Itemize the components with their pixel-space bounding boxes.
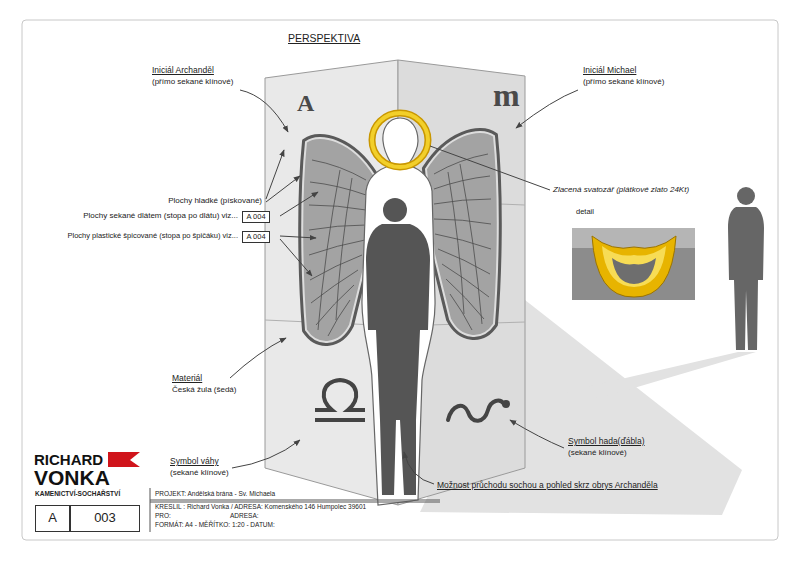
logo-subtitle: KAMENICTVÍ-SOCHAŘSTVÍ [35, 490, 120, 497]
callout-title: Symbol hada(ďábla) [568, 437, 645, 446]
title-block-line [150, 500, 440, 501]
callout-note: (přímo sekané klínové) [583, 78, 664, 87]
view-title: PERSPEKTIVA [288, 33, 360, 45]
carved-initial: A [297, 90, 314, 116]
halo [372, 113, 428, 167]
leader-line [280, 239, 312, 276]
leader-line [232, 440, 300, 468]
title-block-line [150, 488, 151, 532]
reference-code: A 004 [246, 213, 265, 221]
sheet-number: A [48, 511, 57, 525]
halo-detail [592, 236, 676, 297]
title-block-text: KRESLIL : Richard Vonka / ADRESA: Komens… [155, 503, 366, 510]
callout-text: Zlacená svatozář (plátkové zlato 24Kt) [553, 186, 689, 195]
detail-inset-top [572, 228, 695, 248]
callout-note: (sekané klínové) [568, 449, 627, 458]
wing [426, 132, 498, 336]
person-head [383, 198, 407, 222]
halo-gold [372, 113, 428, 167]
carved-initial: m [493, 78, 520, 113]
callout-title: Iniciál Archanděl [152, 66, 214, 75]
sheet-number-cell: A [35, 505, 70, 532]
title-block-text: PRO: [155, 512, 171, 519]
detail-caption: detail [576, 208, 594, 216]
callout-note: Česká žula (šedá) [172, 386, 236, 395]
snake-head [502, 400, 510, 408]
title-block-text: FORMÁT: A4 - MĚŘÍTKO: 1:20 - DATUM: [155, 521, 275, 528]
callout-title: Iniciál Michael [583, 66, 636, 75]
libra-symbol [315, 380, 365, 420]
feather-strokes [309, 160, 366, 336]
reference-box: A 004 [242, 231, 270, 243]
leader-line [510, 420, 564, 448]
reference-box: A 004 [242, 211, 270, 223]
leader-line [266, 176, 300, 202]
leader-line [280, 192, 318, 216]
leader-line [230, 338, 286, 378]
title-block-text: ADRESA: [230, 512, 259, 519]
callout-text: Plochy sekané dlátem (stopa po dlátu) vi… [83, 212, 238, 221]
logo-text: VONKA [34, 466, 110, 489]
spacer [288, 46, 352, 47]
callout-title: Symbol váhy [170, 457, 219, 466]
angel-cutout [362, 118, 435, 505]
callout-text: Plochy hladké (pískované) [168, 197, 262, 206]
detail-inset [572, 228, 695, 300]
scale-man-head [737, 187, 755, 205]
callout-text: Plochy plastické špicované (stopa po špi… [68, 232, 239, 240]
title-block-line [150, 502, 440, 503]
callout-note: (sekané klínové) [170, 469, 229, 478]
scale-man [728, 207, 764, 350]
halo-detail-stone [612, 258, 656, 284]
leader-line [280, 236, 316, 238]
title-block-text: PROJEKT: Andělská brána - Sv. Michaela [155, 490, 275, 497]
leader-line [404, 452, 434, 484]
sheet-number: 003 [94, 511, 116, 525]
leader-line [430, 146, 550, 190]
leader-line [516, 90, 578, 128]
leader-line [266, 150, 284, 199]
person-silhouette [366, 224, 430, 495]
leader-lines [230, 90, 578, 484]
reference-code: A 004 [246, 233, 265, 241]
callout-title: Možnost průchodu sochou a pohled skrz ob… [437, 481, 658, 490]
callout-title: Materiál [172, 374, 202, 383]
snake-symbol [448, 401, 504, 421]
sheet-frame [22, 20, 778, 540]
halo-detail-inner [602, 246, 666, 287]
logo-flag [108, 452, 140, 467]
leader-line [240, 90, 288, 132]
man-shadow [565, 352, 756, 398]
sheet-number-cell: 003 [70, 505, 140, 532]
callout-note: (přímo sekané klínové) [152, 78, 233, 87]
